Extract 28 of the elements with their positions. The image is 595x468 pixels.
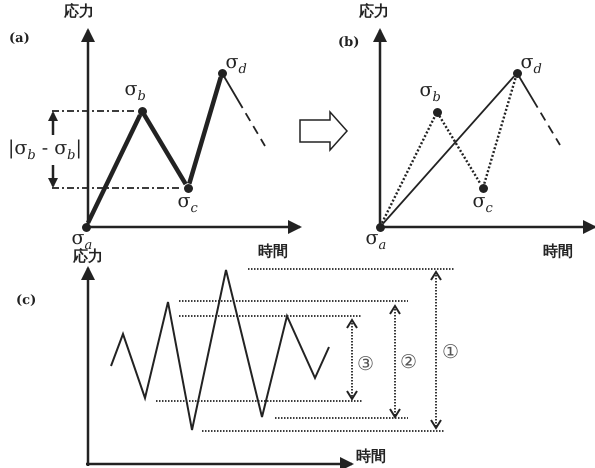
connector-line <box>380 116 436 224</box>
axis-title: 時間 <box>258 244 288 259</box>
connector-line <box>187 76 223 184</box>
stress-symbol: σ$_{d}$ <box>520 52 542 76</box>
stress-symbol: σ$_{b}$ <box>420 80 441 104</box>
connector-line <box>438 115 482 185</box>
axis-title: 応力 <box>64 4 94 19</box>
connector-line <box>86 114 142 224</box>
stress-symbol: σ$_{b}$ <box>124 80 146 102</box>
stress-symbol: σ$_{c}$ <box>472 192 493 214</box>
connector-line <box>142 114 188 186</box>
stress-symbol: σ$_{c}$ <box>178 192 198 214</box>
connector-line <box>518 76 561 146</box>
panel-label: (a) <box>9 32 30 45</box>
stress-symbol: σ$_{d}$ <box>226 52 247 76</box>
axis-title: 時間 <box>543 244 573 259</box>
panel-label: (b) <box>338 36 360 49</box>
axis-title: 時間 <box>356 449 386 464</box>
connector-line <box>382 76 515 224</box>
stress-symbol: σ$_{a}$ <box>366 228 386 252</box>
range-number: ② <box>400 353 418 372</box>
range-number: ① <box>442 343 460 362</box>
connector-line <box>224 76 266 146</box>
axis-title: 応力 <box>359 4 389 19</box>
range-number: ③ <box>357 355 374 374</box>
panel-label: (c) <box>16 294 36 307</box>
range-label: |σ$_{b}$ - σ$_{b}$| <box>8 139 82 162</box>
connector-line <box>483 76 517 184</box>
